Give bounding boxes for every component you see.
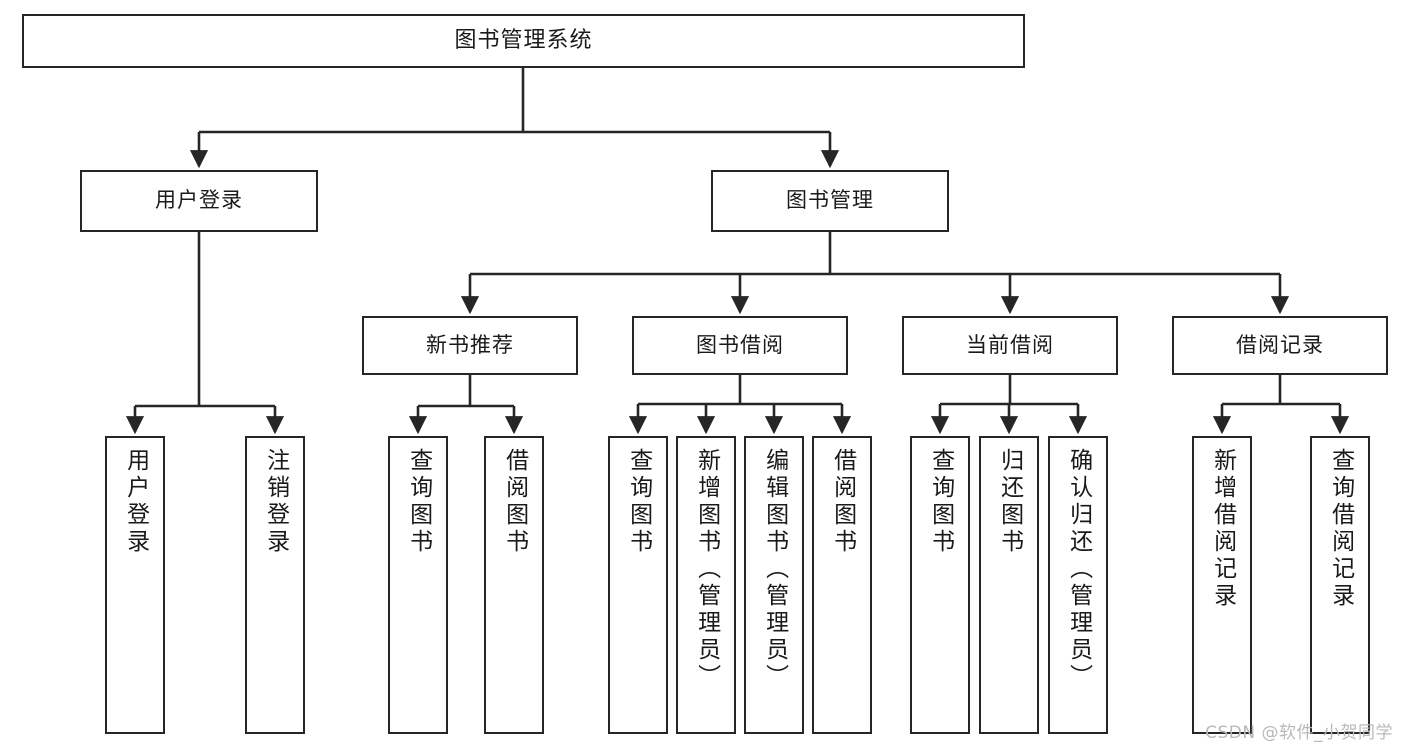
csdn-watermark: CSDN @软件_小贺同学 — [1205, 723, 1393, 743]
leaf-borrow-record-2[interactable]: 查询借阅记录 — [1310, 436, 1370, 734]
leaf-new-book-1[interactable]: 查询图书 — [388, 436, 448, 734]
leaf-book-borrow-4[interactable]: 借阅图书 — [812, 436, 872, 734]
leaf-new-book-2[interactable]: 借阅图书 — [484, 436, 544, 734]
leaf-user-login-2-label: 注销登录 — [262, 448, 289, 556]
leaf-book-borrow-1[interactable]: 查询图书 — [608, 436, 668, 734]
node-book-management-label: 图书管理 — [786, 188, 874, 213]
leaf-current-borrow-3[interactable]: 确认归还（管理员） — [1048, 436, 1108, 734]
leaf-book-borrow-2[interactable]: 新增图书（管理员） — [676, 436, 736, 734]
node-root[interactable]: 图书管理系统 — [22, 14, 1025, 68]
node-borrow-record-label: 借阅记录 — [1236, 332, 1324, 357]
node-current-borrow[interactable]: 当前借阅 — [902, 316, 1118, 375]
node-book-management[interactable]: 图书管理 — [711, 170, 949, 232]
node-book-borrow-label: 图书借阅 — [696, 332, 784, 357]
leaf-new-book-1-label: 查询图书 — [405, 448, 432, 556]
leaf-borrow-record-1-label: 新增借阅记录 — [1209, 448, 1236, 610]
node-new-book-recommend-label: 新书推荐 — [426, 332, 514, 357]
leaf-user-login-2[interactable]: 注销登录 — [245, 436, 305, 734]
node-user-login-label: 用户登录 — [155, 188, 243, 213]
leaf-current-borrow-3-label: 确认归还（管理员） — [1065, 448, 1092, 691]
node-current-borrow-label: 当前借阅 — [966, 332, 1054, 357]
leaf-book-borrow-1-label: 查询图书 — [625, 448, 652, 556]
leaf-new-book-2-label: 借阅图书 — [501, 448, 528, 556]
leaf-book-borrow-2-label: 新增图书（管理员） — [693, 448, 720, 691]
node-user-login[interactable]: 用户登录 — [80, 170, 318, 232]
leaf-current-borrow-2-label: 归还图书 — [996, 448, 1023, 556]
node-book-borrow[interactable]: 图书借阅 — [632, 316, 848, 375]
leaf-user-login-1[interactable]: 用户登录 — [105, 436, 165, 734]
leaf-borrow-record-1[interactable]: 新增借阅记录 — [1192, 436, 1252, 734]
node-new-book-recommend[interactable]: 新书推荐 — [362, 316, 578, 375]
leaf-book-borrow-4-label: 借阅图书 — [829, 448, 856, 556]
node-borrow-record[interactable]: 借阅记录 — [1172, 316, 1388, 375]
leaf-book-borrow-3[interactable]: 编辑图书（管理员） — [744, 436, 804, 734]
leaf-borrow-record-2-label: 查询借阅记录 — [1327, 448, 1354, 610]
node-root-label: 图书管理系统 — [454, 27, 593, 53]
leaf-book-borrow-3-label: 编辑图书（管理员） — [761, 448, 788, 691]
leaf-current-borrow-1[interactable]: 查询图书 — [910, 436, 970, 734]
leaf-user-login-1-label: 用户登录 — [122, 448, 149, 556]
leaf-current-borrow-1-label: 查询图书 — [927, 448, 954, 556]
leaf-current-borrow-2[interactable]: 归还图书 — [979, 436, 1039, 734]
